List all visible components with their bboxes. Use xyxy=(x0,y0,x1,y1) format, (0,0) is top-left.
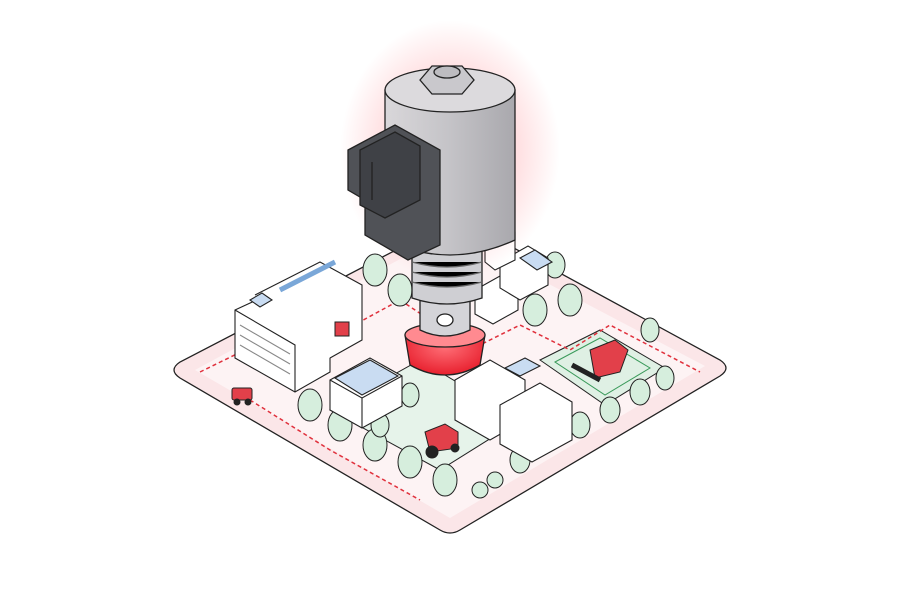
connector xyxy=(347,124,441,261)
solenoid-valve-illustration xyxy=(347,65,516,376)
car-icon xyxy=(231,387,253,406)
vehicles xyxy=(231,321,629,459)
buildings xyxy=(234,224,573,463)
trees xyxy=(297,251,675,499)
building-center-left xyxy=(329,357,403,429)
tractor-icon xyxy=(424,423,460,459)
building-center-right xyxy=(454,357,573,463)
forklift-icon xyxy=(334,321,350,337)
harvester-icon xyxy=(570,339,629,383)
